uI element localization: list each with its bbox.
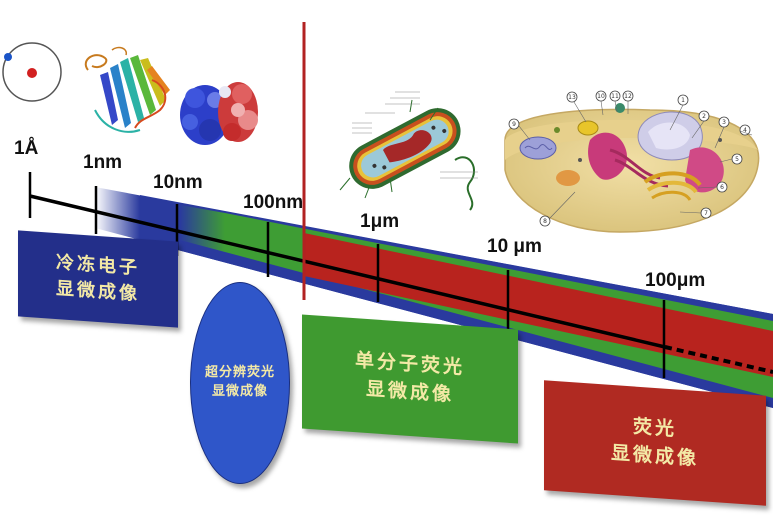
- label-1-um: 1μm: [360, 211, 400, 232]
- protein-ribbon-icon: [84, 46, 170, 133]
- atom-icon: [2, 42, 62, 102]
- label-100-nm: 100nm: [243, 192, 304, 213]
- protein-surface-icon: [180, 82, 258, 145]
- cryo-em-box: 冷冻电子 显微成像: [18, 230, 178, 328]
- callout-6: 6: [720, 184, 724, 191]
- callout-8: 8: [543, 218, 547, 225]
- single-molecule-box: 单分子荧光 显微成像: [302, 314, 518, 444]
- callout-7: 7: [704, 210, 708, 217]
- callout-4: 4: [743, 127, 747, 134]
- callout-10: 10: [597, 93, 605, 100]
- label-10-um: 10 μm: [487, 236, 542, 257]
- axis-line: [29, 194, 666, 349]
- axis-dotted-extension: [664, 345, 773, 374]
- red-band: [304, 233, 773, 377]
- callout-12: 12: [624, 93, 632, 100]
- single-molecule-line2: 显微成像: [365, 377, 454, 407]
- callout-5: 5: [735, 156, 739, 163]
- super-resolution-ellipse: 超分辨荧光 显微成像: [190, 282, 290, 484]
- label-1-angstrom: 1Å: [14, 138, 39, 159]
- fluorescence-line2: 显微成像: [610, 441, 699, 471]
- callout-11: 11: [611, 93, 619, 100]
- callout-9: 9: [512, 121, 516, 128]
- label-1-nm: 1nm: [83, 152, 123, 173]
- callout-3: 3: [722, 119, 726, 126]
- callout-2: 2: [702, 113, 706, 120]
- label-10-nm: 10nm: [153, 172, 203, 193]
- callout-1: 1: [681, 97, 685, 104]
- super-resolution-line1: 超分辨荧光: [204, 365, 275, 381]
- bacterium-icon: [339, 91, 478, 211]
- cell-callout-numbers: 1 2 3 4 5 6 7 8 9 10 11 12 13: [512, 93, 747, 225]
- super-resolution-line2: 显微成像: [211, 384, 268, 399]
- scale-bands: [95, 187, 773, 408]
- callout-13: 13: [568, 94, 576, 101]
- label-100-um: 100μm: [645, 270, 706, 291]
- fluorescence-line1: 荧光: [632, 415, 677, 441]
- cell-callouts: [508, 90, 751, 227]
- cryo-em-line2: 显微成像: [56, 278, 140, 305]
- scale-axis: [28, 172, 773, 378]
- eukaryotic-cell-icon: 1 2 3 4 5 6 7 8 9 10 11 12 13: [504, 90, 760, 233]
- fluorescence-box: 荧光 显微成像: [544, 380, 766, 506]
